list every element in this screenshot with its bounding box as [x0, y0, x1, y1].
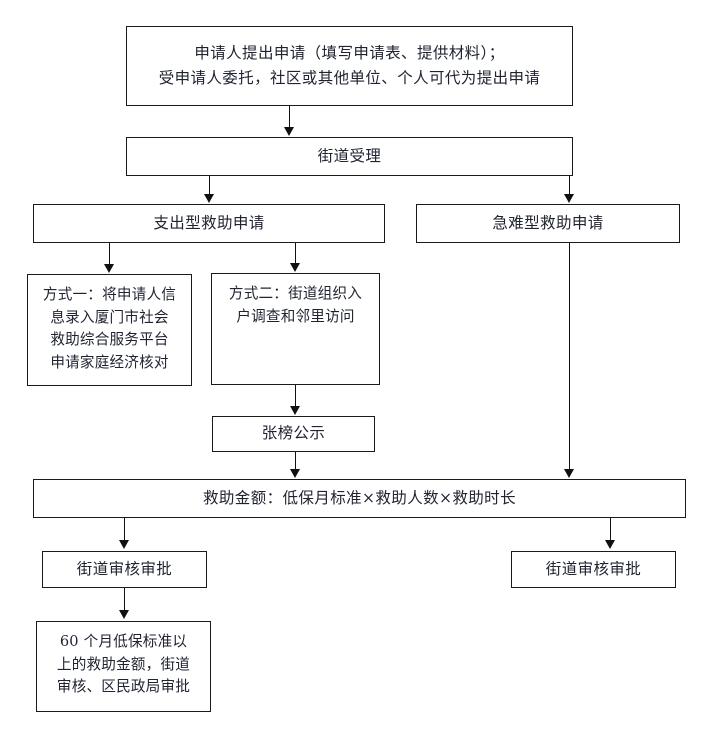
- node-apply: 申请人提出申请（填写申请表、提供材料）； 受申请人委托，社区或其他单位、个人可代…: [126, 26, 573, 106]
- edge-street-accept-to-expenditure-arrow: [204, 194, 214, 203]
- node-street-review-right: 街道审核审批: [511, 551, 676, 588]
- node-method-one-line-3: 救助综合服务平台: [50, 331, 169, 349]
- edge-expenditure-to-method-two-arrow: [290, 263, 300, 272]
- node-street-review-left-label: 街道审核审批: [76, 559, 173, 578]
- edge-amount-to-review-left: [124, 518, 125, 541]
- node-amount-formula: 救助金额：低保月标准×救助人数×救助时长: [33, 479, 686, 518]
- node-apply-line-2: 受申请人委托，社区或其他单位、个人可代为提出申请: [158, 69, 541, 87]
- edge-expenditure-to-method-two: [295, 243, 296, 265]
- node-method-two-line-2: 户调查和邻里访问: [236, 307, 355, 325]
- edge-street-accept-to-emergency: [569, 176, 570, 195]
- node-district-approval-line-1: 60 个月低保标准以: [59, 633, 188, 650]
- node-street-accept-label: 街道受理: [317, 146, 382, 165]
- node-method-one-line-1: 方式一：将申请人信: [42, 286, 177, 303]
- edge-apply-to-street-accept: [289, 106, 290, 128]
- node-emergency-type: 急难型救助申请: [416, 204, 680, 243]
- edge-street-accept-to-expenditure: [209, 176, 210, 195]
- edge-expenditure-to-method-one-arrow: [104, 264, 114, 273]
- node-amount-formula-label: 救助金额：低保月标准×救助人数×救助时长: [203, 488, 516, 507]
- node-method-two-line-1: 方式二：街道组织入: [228, 285, 363, 302]
- node-method-two: 方式二：街道组织入 户调查和邻里访问: [211, 273, 380, 385]
- edge-street-accept-to-emergency-arrow: [564, 194, 574, 203]
- edge-amount-to-review-right-arrow: [605, 540, 615, 549]
- node-method-one: 方式一：将申请人信 息录入厦门市社会 救助综合服务平台 申请家庭经济核对: [27, 274, 192, 386]
- edge-notice-to-amount: [295, 452, 296, 470]
- node-expenditure-type-label: 支出型救助申请: [153, 213, 265, 232]
- edge-notice-to-amount-arrow: [290, 469, 300, 478]
- edge-review-left-to-district: [124, 588, 125, 611]
- edge-amount-to-review-right: [610, 518, 611, 541]
- edge-emergency-to-amount: [569, 243, 570, 472]
- node-emergency-type-label: 急难型救助申请: [492, 213, 604, 232]
- edge-amount-to-review-left-arrow: [119, 540, 129, 549]
- node-method-one-line-2: 息录入厦门市社会: [50, 308, 169, 326]
- edge-apply-to-street-accept-arrow: [284, 127, 294, 136]
- edge-expenditure-to-method-one: [109, 243, 110, 265]
- node-street-review-right-label: 街道审核审批: [545, 559, 642, 578]
- edge-method-two-to-notice-arrow: [290, 406, 300, 415]
- node-district-approval-line-2: 上的救助金额，街道: [56, 655, 191, 673]
- node-expenditure-type: 支出型救助申请: [33, 204, 385, 243]
- edge-method-two-to-notice: [295, 385, 296, 407]
- node-public-notice-label: 张榜公示: [261, 424, 326, 443]
- node-public-notice: 张榜公示: [212, 416, 375, 452]
- edge-review-left-to-district-arrow: [119, 610, 129, 619]
- node-district-approval: 60 个月低保标准以 上的救助金额，街道 审核、区民政局审批: [36, 621, 211, 712]
- node-district-approval-line-3: 审核、区民政局审批: [56, 678, 191, 696]
- node-method-one-line-4: 申请家庭经济核对: [50, 353, 169, 371]
- node-street-accept: 街道受理: [126, 137, 573, 176]
- node-apply-line-1: 申请人提出申请（填写申请表、提供材料）；: [194, 43, 505, 62]
- node-street-review-left: 街道审核审批: [42, 551, 207, 588]
- edge-emergency-to-amount-arrow: [564, 469, 574, 478]
